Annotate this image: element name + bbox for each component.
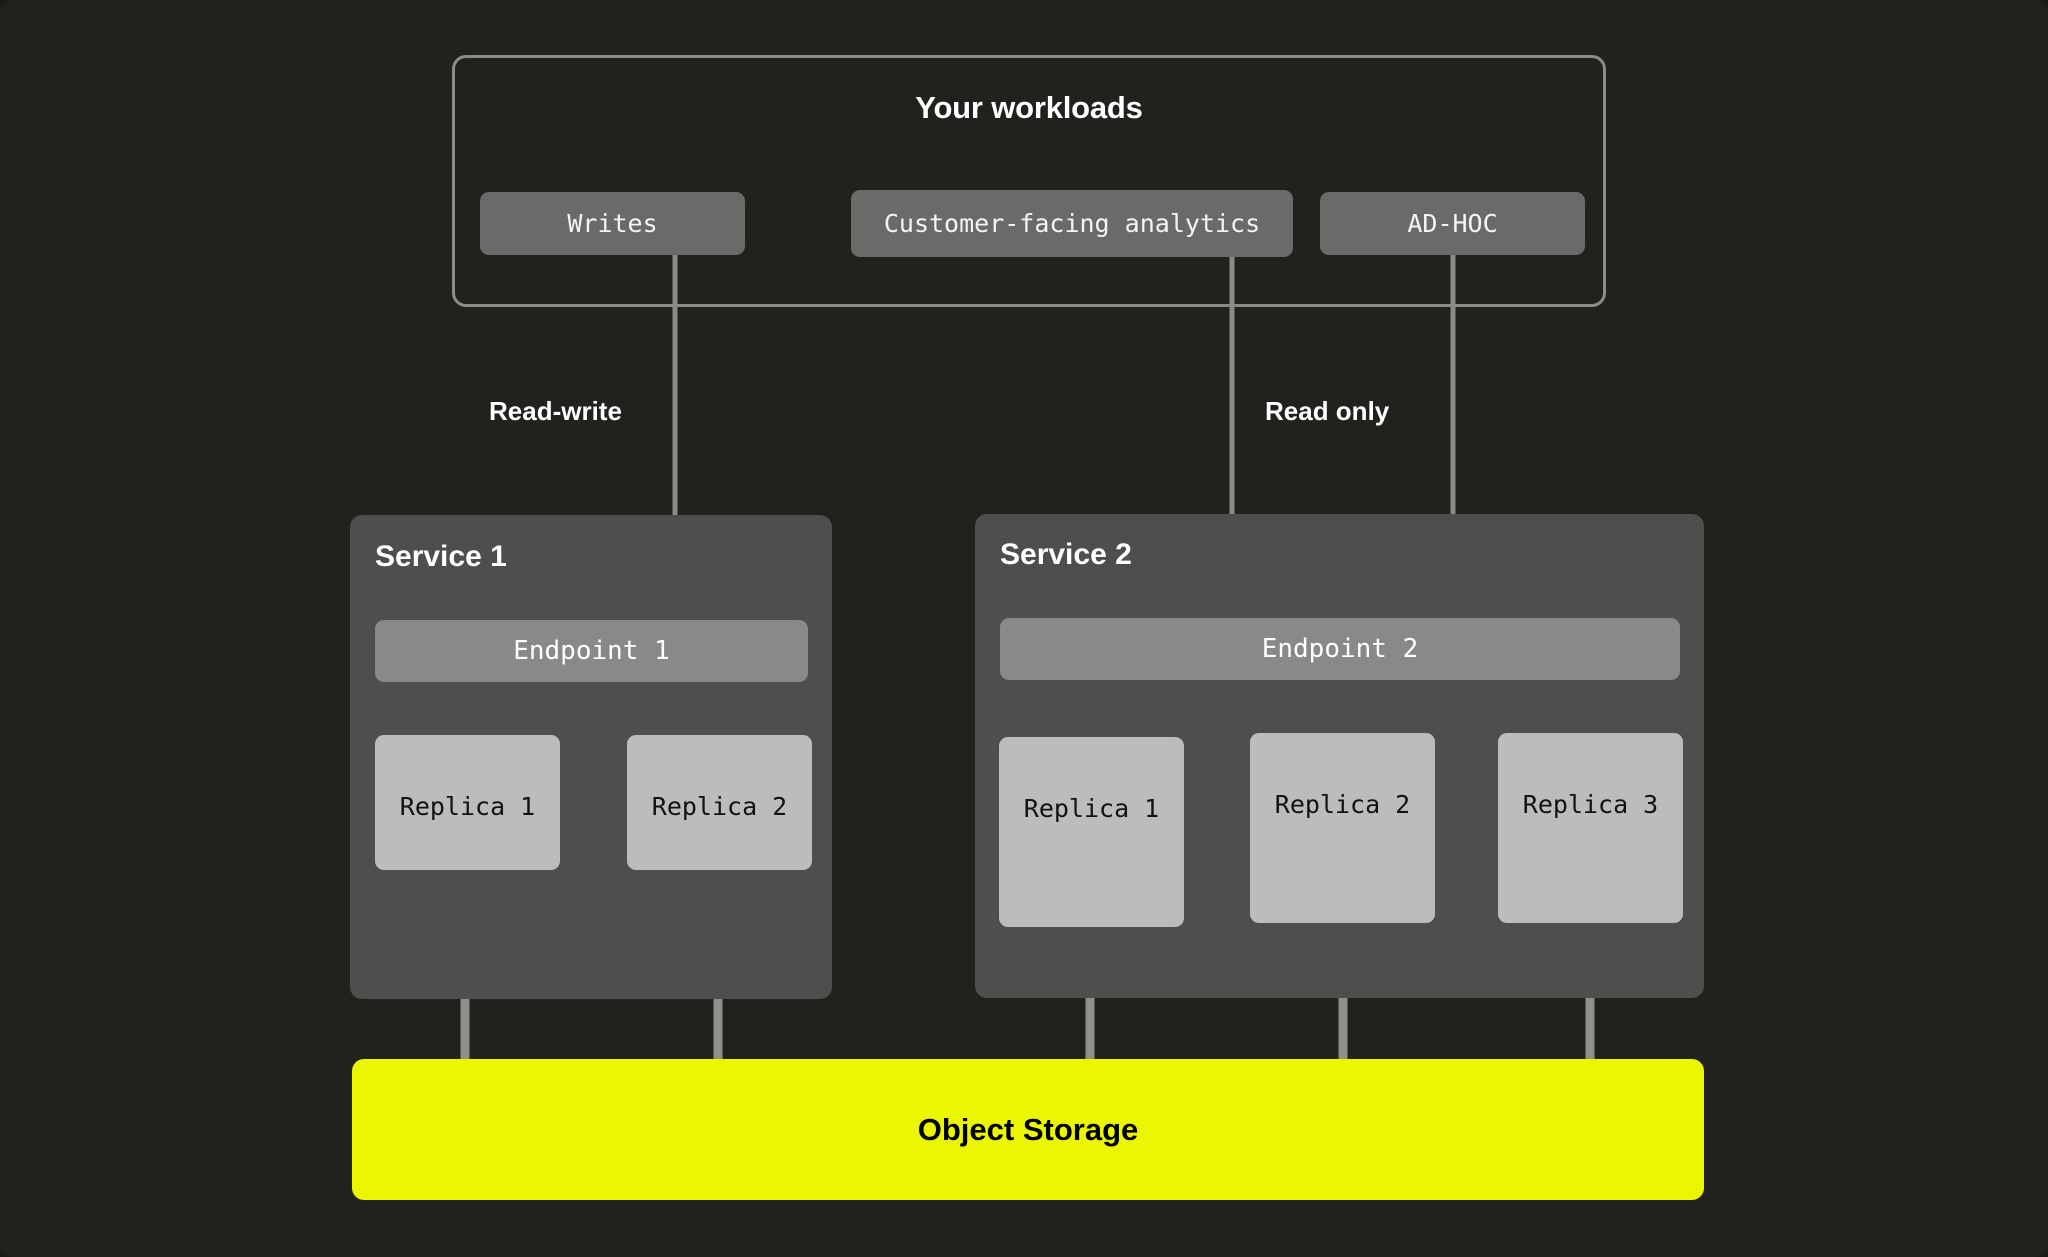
service-2-replica-2[interactable]: Replica 2: [1250, 733, 1435, 923]
workload-chip-customer-facing-analytics[interactable]: Customer-facing analytics: [851, 190, 1293, 257]
edge-label-read-write: Read-write: [489, 396, 622, 426]
object-storage-bar[interactable]: Object Storage: [352, 1059, 1704, 1200]
service-1-replica-1[interactable]: Replica 1: [375, 735, 560, 870]
workload-chip-writes[interactable]: Writes: [480, 192, 745, 255]
service-2-endpoint[interactable]: Endpoint 2: [1000, 618, 1680, 680]
service-1-title: Service 1: [375, 540, 507, 573]
service-1-replica-2[interactable]: Replica 2: [627, 735, 812, 870]
your-workloads-title: Your workloads: [915, 90, 1143, 125]
service-1-endpoint[interactable]: Endpoint 1: [375, 620, 808, 682]
service-2-title: Service 2: [1000, 538, 1132, 571]
service-2-replica-3[interactable]: Replica 3: [1498, 733, 1683, 923]
service-2-replica-1[interactable]: Replica 1: [999, 737, 1184, 927]
workload-chip-ad-hoc[interactable]: AD-HOC: [1320, 192, 1585, 255]
your-workloads-container: [452, 55, 1606, 307]
edge-label-read-only: Read only: [1265, 396, 1390, 426]
